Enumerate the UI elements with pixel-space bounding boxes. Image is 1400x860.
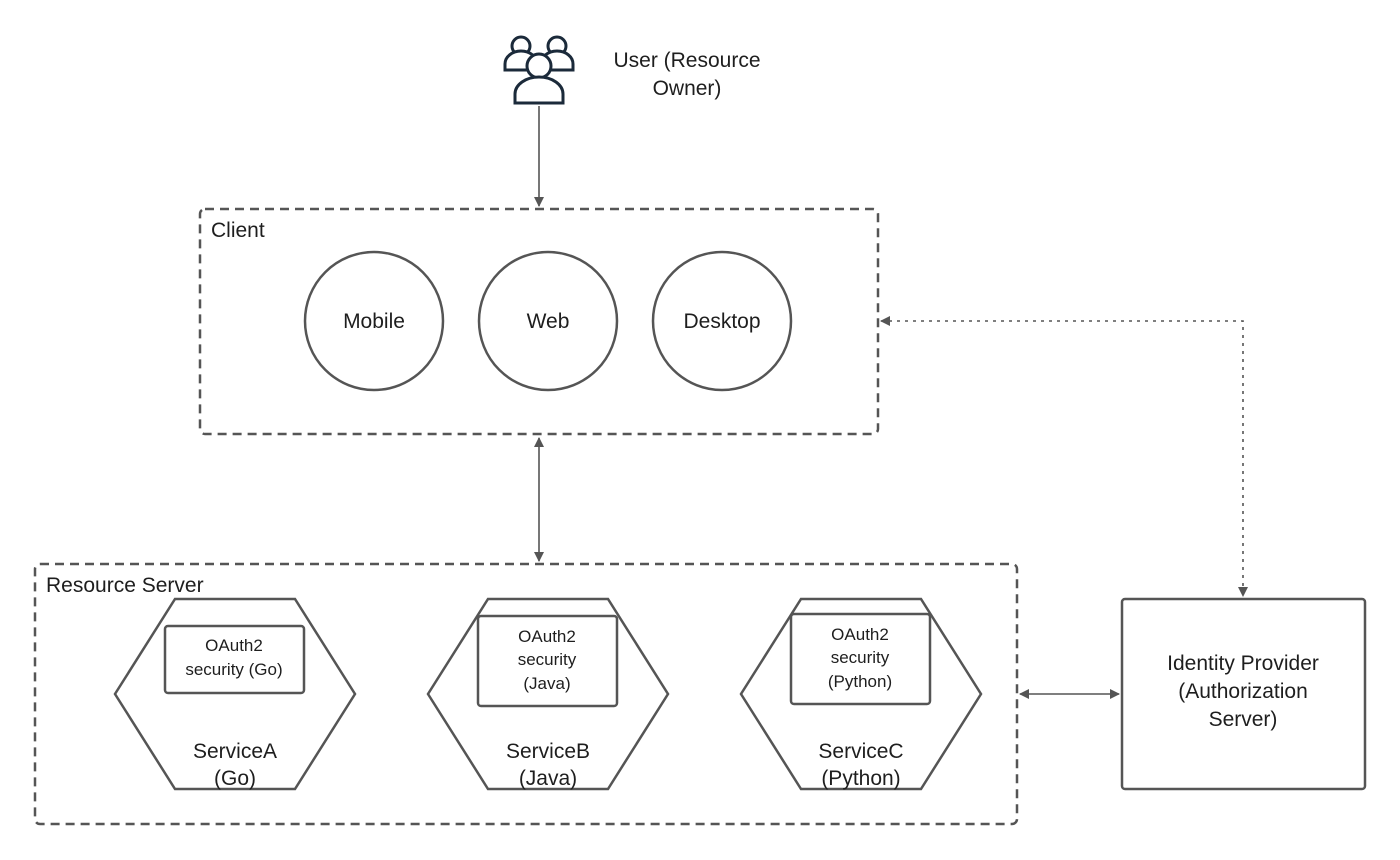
security-box — [789, 612, 932, 706]
client-item-label: Mobile — [343, 310, 405, 333]
client-item-mobile: Mobile — [303, 250, 445, 392]
service-name-line1: ServiceB — [506, 740, 590, 763]
users-icon — [503, 35, 575, 105]
resource-server-group: Resource Server OAuth2 security (Go) Ser… — [33, 562, 1019, 826]
security-line: OAuth2 — [831, 625, 889, 644]
client-item-desktop: Desktop — [651, 250, 793, 392]
client-group: Client Mobile Web Desktop — [198, 207, 880, 436]
service-name-line1: ServiceA — [193, 740, 277, 763]
security-line: (Python) — [828, 672, 892, 691]
security-line: security (Go) — [185, 660, 282, 679]
security-line: OAuth2 — [518, 627, 576, 646]
identity-provider-line: Identity Provider — [1167, 652, 1319, 675]
client-title: Client — [211, 219, 265, 242]
service-name-line2: (Python) — [821, 767, 900, 790]
security-line: (Java) — [523, 674, 570, 693]
service-b: OAuth2 security (Java) ServiceB (Java) — [426, 597, 670, 791]
security-line: security — [518, 650, 577, 669]
resource-server-title: Resource Server — [46, 574, 204, 597]
identity-provider: Identity Provider (Authorization Server) — [1120, 597, 1367, 791]
security-box — [163, 624, 306, 695]
resource-server-container — [33, 562, 1019, 826]
arrow-client-identity-provider — [880, 316, 1248, 597]
service-c: OAuth2 security (Python) ServiceC (Pytho… — [739, 597, 983, 791]
security-line: OAuth2 — [205, 636, 263, 655]
service-a: OAuth2 security (Go) ServiceA (Go) — [113, 597, 357, 791]
client-item-web: Web — [477, 250, 619, 392]
service-name-line1: ServiceC — [818, 740, 903, 763]
identity-provider-line: Server) — [1209, 708, 1278, 731]
identity-provider-line: (Authorization — [1178, 680, 1308, 703]
identity-provider-box — [1120, 597, 1367, 791]
security-box — [476, 614, 619, 708]
client-container — [198, 207, 880, 436]
user-label-line2: Owner) — [653, 77, 722, 100]
client-item-label: Desktop — [683, 310, 760, 333]
service-name-line2: (Java) — [519, 767, 577, 790]
security-line: security — [831, 648, 890, 667]
service-name-line2: (Go) — [214, 767, 256, 790]
user-label-line1: User (Resource — [613, 49, 760, 72]
client-item-label: Web — [527, 310, 570, 333]
